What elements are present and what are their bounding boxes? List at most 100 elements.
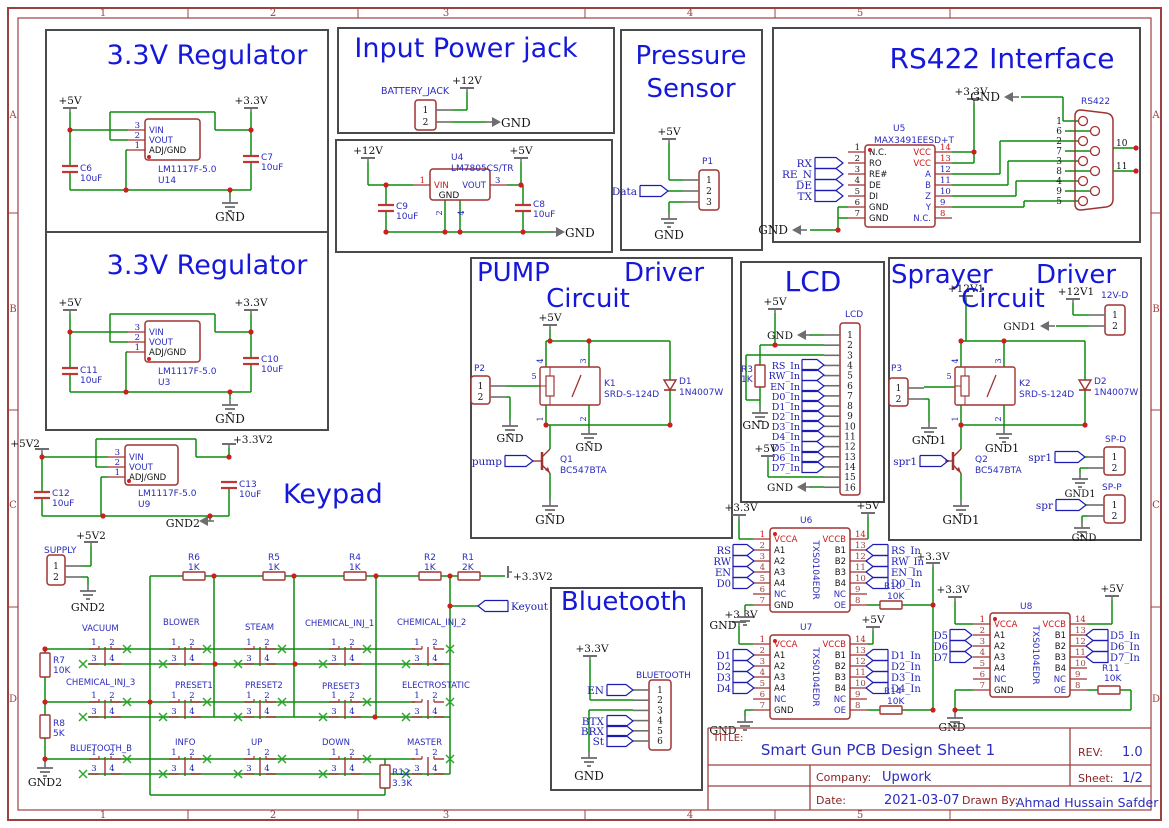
net-flag-TX [814,189,844,203]
junction-dot [212,661,218,667]
net-flag-spr1 [1054,450,1086,464]
power-label-+5V2: +5V2 [76,530,106,542]
net-flag-BRX [606,724,634,738]
gnd-label-GND: GND [709,619,736,632]
text-C12: C12 [52,489,70,499]
text-BLOWER: BLOWER [163,618,200,628]
connector [1103,446,1126,476]
power-label-+3.3V: +3.3V [234,297,267,309]
pin-name: OE [834,706,846,716]
x-mark-icon [277,754,287,764]
net-flag-D3_In [865,670,889,684]
net-flag-D7_In [1085,650,1109,664]
ic-pin1-dot [127,479,131,483]
ic-part: LM1117F-5.0 [138,489,197,499]
gnd-label-GND2: GND2 [166,517,200,530]
net-flag-D1 [732,648,755,662]
pin-name: A2 [774,662,785,672]
power-label-+12V1: +12V1 [1058,286,1094,298]
x-mark-icon [445,754,455,764]
connector-pin-number: 11 [844,433,855,443]
text-10K: 10K [887,697,905,707]
button-pin-number: 3 [171,764,176,774]
power-label-+5V: +5V [58,95,81,107]
connector-pin-number: 1 [1112,501,1118,511]
npn-transistor [541,448,551,458]
titleblock-date: 2021-03-07 [884,793,960,808]
ic-U8 [989,612,1071,698]
net-label-D1: D1 [717,651,731,662]
pin-name: A1 [774,546,785,556]
net-flag-D0_In [865,576,889,590]
button-pin-number: 4 [432,654,437,664]
x-mark-icon [158,712,168,722]
pin-number: 7 [760,596,765,606]
section-box [772,27,1141,243]
pin-number: 2 [135,333,140,343]
power-label-+5V: +5V [58,297,81,309]
frame-col-label: 5 [857,8,863,19]
net-flag-RS_In [865,543,889,557]
text-10uF: 10uF [239,490,261,500]
gnd-label-GND1: GND1 [942,513,979,527]
gnd-label-GND: GND [496,432,523,445]
pin-name: VIN [129,453,144,463]
pin-number: 5 [760,574,765,584]
pin-number: 1 [135,141,140,151]
power-label-+3.3V: +3.3V [575,643,608,655]
pin-number: 14 [940,143,951,153]
pin-number: 10 [940,187,951,197]
button-pin-number: 1 [331,691,336,701]
gnd-label-GND1: GND1 [912,434,946,447]
junction-dot [1133,168,1139,174]
button-pin-number: 1 [91,748,96,758]
ic-pin1-dot [147,155,151,159]
pin-number: 12 [940,165,951,175]
pin-number: 1 [115,468,120,478]
text-Circuit: Circuit [546,284,630,314]
pin-name: B4 [835,684,846,694]
pin-number: 1 [855,143,860,153]
db9-pin-hole [1077,175,1089,187]
connector [1104,304,1126,336]
pin-name: B1 [835,546,846,556]
junction-dot [1001,338,1007,344]
npn-transistor [952,448,962,458]
connector-pin-number: 2 [1112,512,1118,522]
net-label-RW: RW [713,557,731,568]
junction-dot [958,338,964,344]
section-box [740,261,885,503]
net-label-Keyout: Keyout [511,601,549,613]
net-flag-RS_In [801,358,825,372]
pin-number: 9 [1075,670,1080,680]
x-mark-icon [362,754,372,764]
pin-name: B3 [835,568,846,578]
pin-name: B2 [835,557,846,567]
section-box [335,139,613,253]
net-flag-D7 [949,650,973,664]
text-C7: C7 [261,153,273,163]
pin-name: OE [1054,686,1066,696]
connector-pin-number: 13 [844,453,856,463]
net-label-spr: spr [1036,500,1054,512]
text-UP: UP [251,738,262,748]
pin-name: OE [834,601,846,611]
text-K2: K2 [1019,379,1031,389]
net-flag-D5_In [801,440,825,454]
resistor [457,571,481,581]
resistor [379,764,391,789]
frame-col-label: 4 [687,810,693,821]
db9-pin-hole [1077,155,1089,167]
connector-pin-number: 5 [847,372,853,382]
button-pin-number: 4 [432,707,437,717]
x-mark-icon [233,712,243,722]
titleblock-company-label: Company: [816,771,871,784]
net-flag-EN_In [865,565,889,579]
frame-row-label: B [9,304,16,315]
text-4: 4 [536,358,545,363]
net-label-D3_In: D3_In [772,422,800,433]
x-mark-icon [202,754,212,764]
pin-number: 13 [1075,626,1086,636]
net-flag-RX [814,156,844,170]
pin-number: 1 [135,343,140,353]
